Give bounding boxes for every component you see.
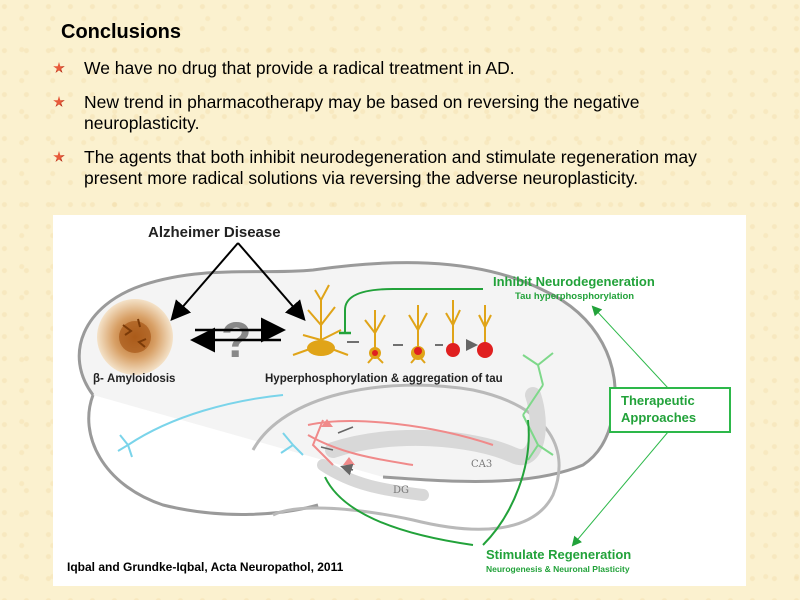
dg-label: DG <box>393 485 409 496</box>
neuron-soma <box>307 340 335 356</box>
tangle <box>414 347 422 355</box>
cyan-neuron-2 <box>280 432 304 456</box>
green-neurons <box>522 352 554 461</box>
amyloid-label: β- Amyloidosis <box>93 373 175 385</box>
star-bullet-icon <box>53 62 65 73</box>
bullet-list: We have no drug that provide a radical t… <box>52 58 752 202</box>
stimulate-title: Stimulate Regeneration <box>486 547 631 562</box>
tangle <box>446 343 460 357</box>
stimulate-subtitle: Neurogenesis & Neuronal Plasticity <box>486 564 630 574</box>
tangle <box>372 350 378 356</box>
inhibit-line <box>344 288 483 333</box>
bullet-text: The agents that both inhibit neurodegene… <box>84 147 697 188</box>
inhibit-subtitle: Tau hyperphosphorylation <box>515 291 634 302</box>
cyan-neuron <box>117 394 284 458</box>
bullet-text: We have no drug that provide a radical t… <box>84 58 515 78</box>
bullet-item: New trend in pharmacotherapy may be base… <box>52 92 752 134</box>
tangle <box>477 342 493 358</box>
slide-title: Conclusions <box>61 21 182 43</box>
inhibit-title: Inhibit Neurodegeneration <box>493 274 655 289</box>
therapeutic-line2: Approaches <box>621 410 696 425</box>
ca3-label: CA3 <box>471 459 492 470</box>
tau-label: Hyperphosphorylation & aggregation of ta… <box>265 373 503 385</box>
therapeutic-line1: Therapeutic <box>621 393 695 408</box>
star-bullet-icon <box>53 151 65 162</box>
ca3-band <box>325 387 546 465</box>
citation: Iqbal and Grundke-Iqbal, Acta Neuropatho… <box>67 560 344 574</box>
therapeutic-box <box>609 387 731 433</box>
bullet-text: New trend in pharmacotherapy may be base… <box>84 92 640 133</box>
pink-neuron-cell <box>321 419 355 465</box>
amyloid-plaque-image <box>97 299 173 375</box>
progression-arrows <box>347 342 475 345</box>
bullet-item: The agents that both inhibit neurodegene… <box>52 147 752 189</box>
stimulate-line <box>324 419 530 546</box>
star-bullet-icon <box>53 96 65 107</box>
tau-neuron-progression <box>292 284 492 364</box>
figure-diagram: CA3 DG Alzheimer Disease β- Amyloidosis … <box>77 224 731 574</box>
hippocampus-curve <box>251 383 561 531</box>
gray-arrows <box>320 426 353 470</box>
bullet-item: We have no drug that provide a radical t… <box>52 58 752 79</box>
alzheimer-figure: CA3 DG Alzheimer Disease β- Amyloidosis … <box>53 215 746 586</box>
figure-heading: Alzheimer Disease <box>148 224 281 241</box>
